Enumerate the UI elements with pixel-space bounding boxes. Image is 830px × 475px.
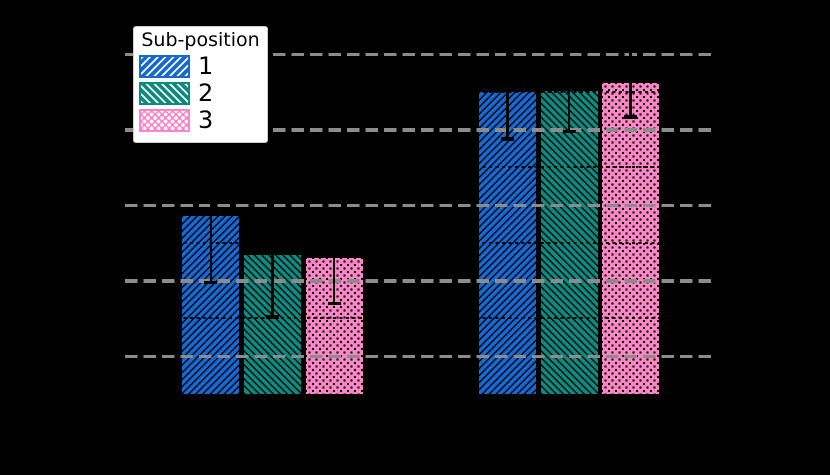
major-gridline [125, 203, 713, 208]
error-bar-cap [624, 115, 638, 119]
legend-entry-label: 1 [198, 52, 214, 80]
legend-title: Sub-position [141, 29, 260, 51]
error-bar-line [332, 212, 336, 304]
error-bar-cap [266, 191, 279, 195]
error-bar-line [629, 48, 632, 117]
minor-gridline [125, 90, 713, 93]
bar-group2-sub3 [602, 82, 660, 394]
error-bar-cap [204, 147, 218, 152]
error-bar-cap [562, 49, 576, 53]
major-gridline [125, 52, 713, 57]
legend-entry-label: 3 [198, 106, 214, 134]
error-bar-cap [624, 47, 638, 51]
legend-swatch-diagonal-forward-icon [139, 55, 190, 78]
error-bar-cap [500, 43, 514, 47]
error-bar-line [567, 51, 571, 132]
error-bar-cap [327, 211, 341, 215]
error-bar-cap [266, 315, 279, 319]
legend-entry-3: 3 [134, 107, 267, 134]
minor-gridline [125, 317, 713, 320]
error-bar-line [271, 193, 274, 317]
error-bar-cap [327, 301, 341, 306]
error-bar-cap [204, 280, 218, 284]
legend-entry-2: 2 [134, 80, 267, 107]
major-gridline [125, 354, 713, 359]
error-bar-cap [500, 137, 514, 141]
major-gridline [125, 128, 713, 132]
minor-gridline [125, 241, 713, 244]
error-bar-line [506, 45, 509, 139]
legend-entry-1: 1 [134, 53, 267, 80]
major-gridline [125, 279, 713, 283]
legend-swatch-dots-icon [139, 109, 190, 132]
error-bar-line [209, 149, 213, 283]
legend-swatch-diagonal-backward-icon [139, 82, 190, 105]
minor-gridline [125, 166, 713, 169]
error-bar-cap [562, 129, 576, 133]
legend-entry-label: 2 [198, 79, 214, 107]
